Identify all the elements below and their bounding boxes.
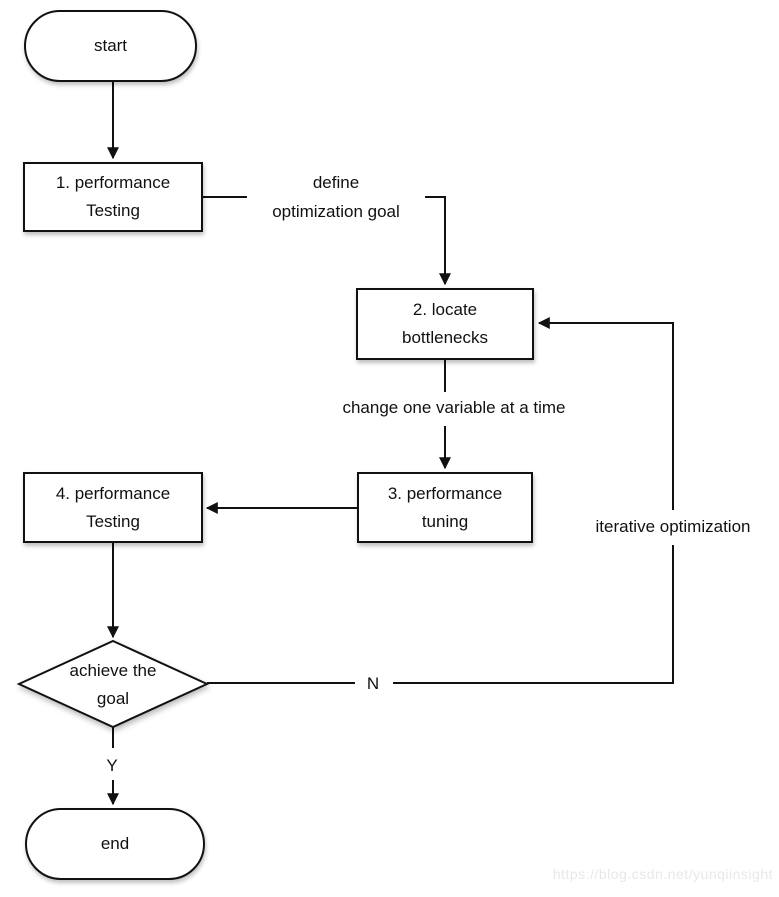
node-start: start (24, 10, 197, 82)
node-performance-testing-4: 4. performance Testing (23, 472, 203, 543)
edge-no-loop-upper (537, 317, 674, 510)
edge-label-yes: Y (106, 756, 118, 775)
node-end-label: end (100, 834, 130, 853)
node-performance-tuning: 3. performance tuning (357, 472, 533, 543)
edge-label-change-one-variable: change one variable at a time (342, 398, 566, 417)
edge-label-no: N (366, 674, 380, 693)
node-step2-label: 2. locate bottlenecks (402, 300, 488, 347)
node-step4-label: 4. performance Testing (55, 483, 171, 531)
node-step1-label: 1. performance Testing (55, 173, 171, 220)
node-decision-label: achieve the goal (69, 661, 157, 708)
node-step3-label: 3. performance tuning (387, 483, 503, 531)
node-start-label: start (93, 36, 128, 55)
node-performance-testing-1: 1. performance Testing (23, 162, 203, 232)
node-end: end (25, 808, 205, 880)
edge-label-define-optimization-goal: define optimization goal (272, 173, 400, 221)
decision-diamond-shape (16, 639, 210, 729)
edge-no-loop-lower (393, 545, 674, 684)
csdn-watermark: https://blog.csdn.net/yunqiinsight (552, 866, 773, 882)
node-locate-bottlenecks: 2. locate bottlenecks (356, 288, 534, 360)
edge-define-to-step2 (425, 196, 451, 286)
edge-label-iterative-optimization: iterative optimization (595, 517, 751, 536)
